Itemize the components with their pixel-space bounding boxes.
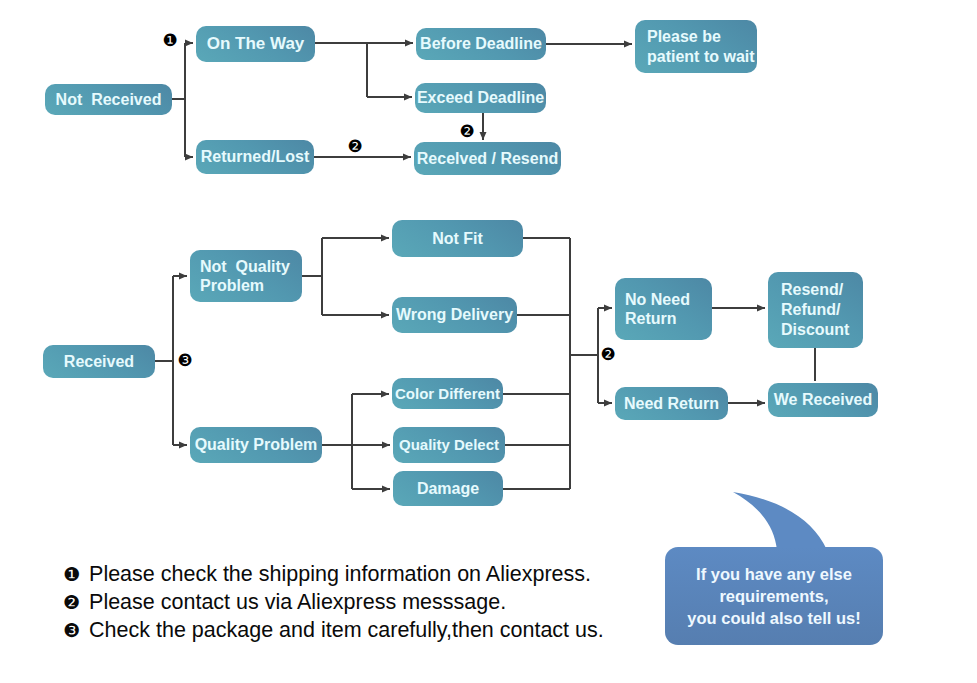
node-need-return: Need Return xyxy=(615,387,728,420)
footnote-1: ❶ Please check the shipping information … xyxy=(63,560,604,588)
node-received: Received xyxy=(43,345,155,378)
node-please-wait: Please be patient to wait xyxy=(635,20,757,73)
node-we-received: We Received xyxy=(768,383,878,417)
step-badge-1: ❶ xyxy=(162,30,177,50)
footnote-3-text: Check the package and item carefully,the… xyxy=(89,618,604,643)
footnotes: ❶ Please check the shipping information … xyxy=(63,560,604,644)
footnote-1-badge: ❶ xyxy=(63,563,80,585)
step-badge-2a: ❷ xyxy=(347,136,362,156)
node-received-resend: Recelved / Resend xyxy=(414,142,561,175)
speech-bubble: If you have any else requirements, you c… xyxy=(665,547,883,645)
node-wrong-delivery: Wrong Delivery xyxy=(392,297,517,333)
footnote-3: ❸ Check the package and item carefully,t… xyxy=(63,616,604,644)
footnote-3-badge: ❸ xyxy=(63,619,80,641)
node-no-need-return: No Need Return xyxy=(615,278,712,340)
node-before-deadline: Before Deadline xyxy=(416,28,546,60)
node-not-fit: Not Fit xyxy=(392,220,523,257)
node-color-different: Color Different xyxy=(392,378,503,409)
node-quality-problem: Quality Problem xyxy=(190,427,322,463)
footnote-1-text: Please check the shipping information on… xyxy=(89,562,591,587)
footnote-2-text: Please contact us via Aliexpress messsag… xyxy=(89,590,506,615)
node-returned-lost: Returned/Lost xyxy=(196,140,314,174)
node-on-the-way: On The Way xyxy=(196,26,315,62)
footnote-2: ❷ Please contact us via Aliexpress messs… xyxy=(63,588,604,616)
node-quality-delect: Quality Delect xyxy=(393,427,505,463)
node-exceed-deadline: Exceed Deadline xyxy=(415,83,546,113)
node-not-received: Not Received xyxy=(45,84,172,115)
step-badge-2b: ❷ xyxy=(459,121,474,141)
node-resend-refund-discount: Resend/ Refund/ Discount xyxy=(768,272,863,348)
bubble-tail xyxy=(733,492,827,550)
node-damage: Damage xyxy=(393,471,503,506)
node-not-quality-problem: Not Quality Problem xyxy=(190,250,302,302)
footnote-2-badge: ❷ xyxy=(63,591,80,613)
step-badge-2c: ❷ xyxy=(600,344,615,364)
step-badge-3: ❸ xyxy=(177,350,192,370)
